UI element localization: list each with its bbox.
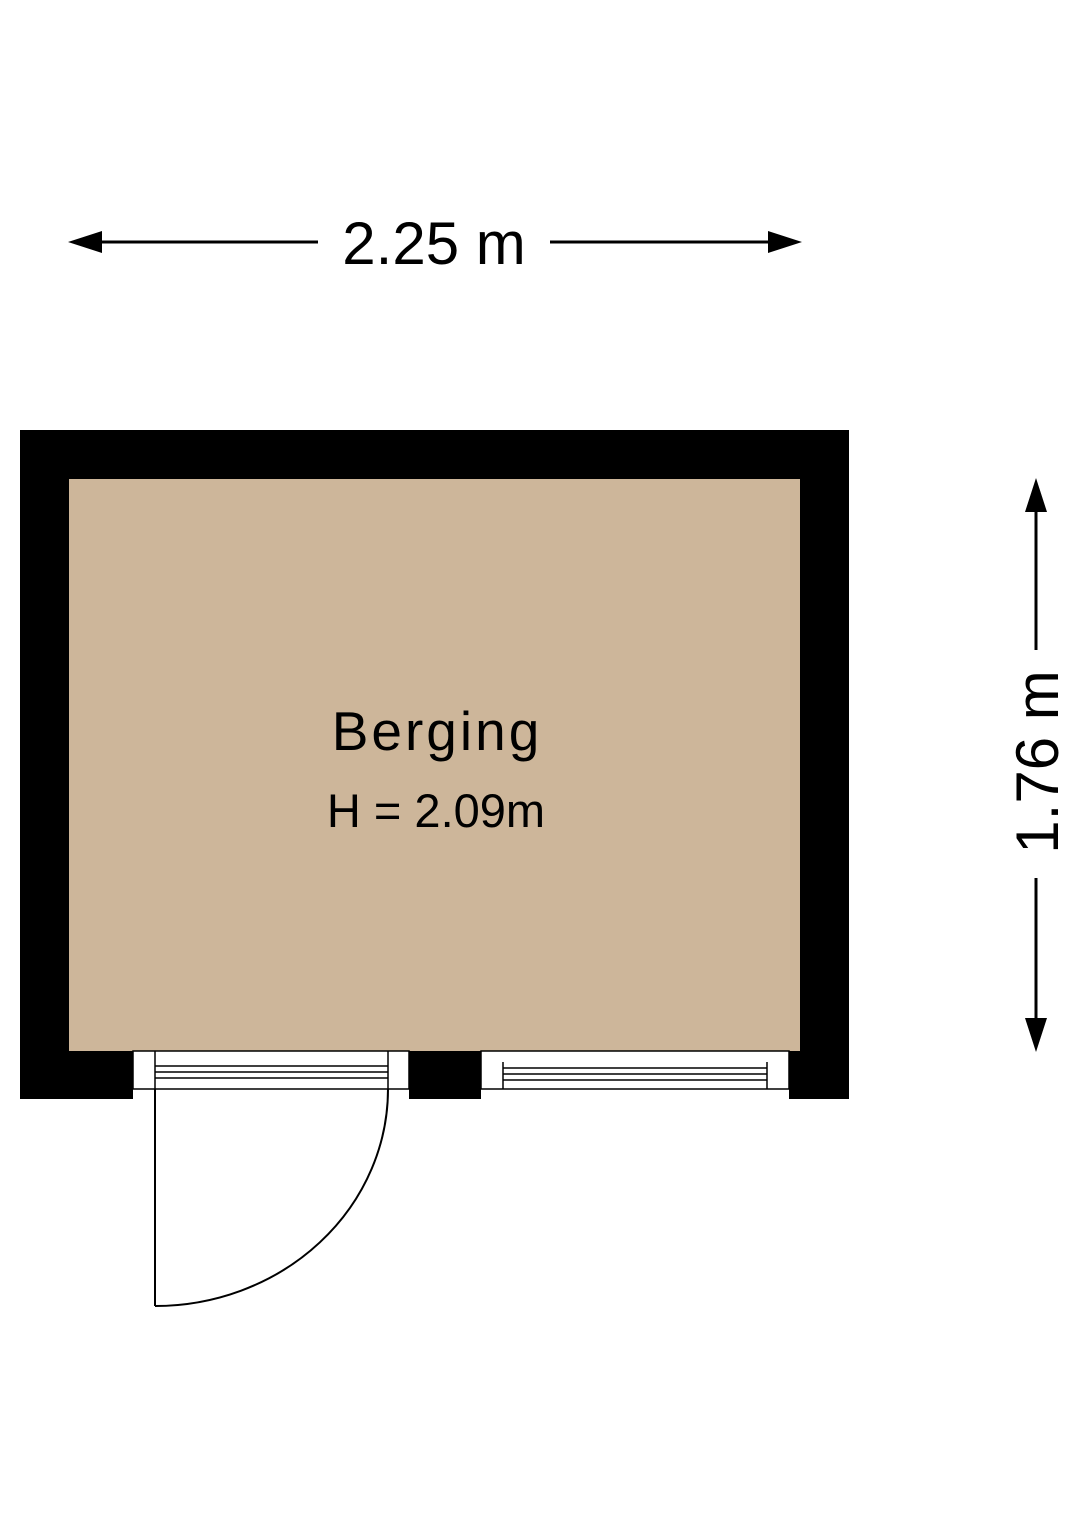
window-frame: [480, 1050, 790, 1090]
wall-top: [20, 430, 849, 479]
wall-bottom-right: [789, 1051, 849, 1099]
wall-right: [800, 430, 849, 1099]
room-height: H = 2.09m: [327, 784, 545, 837]
arrow-left-icon: [68, 231, 102, 253]
window: [480, 1050, 790, 1090]
wall-bottom-left: [20, 1051, 133, 1099]
wall-bottom-middle: [409, 1051, 481, 1099]
arrow-down-icon: [1025, 1018, 1047, 1052]
door-opening: [132, 1050, 410, 1090]
wall-left: [20, 430, 69, 1099]
door-swing-arc: [154, 1088, 389, 1307]
walls: [20, 430, 849, 1099]
arrow-up-icon: [1025, 478, 1047, 512]
depth-dimension: 1.76 m: [1004, 478, 1071, 1052]
door-frame: [132, 1050, 410, 1090]
width-label: 2.25 m: [342, 210, 525, 277]
depth-label: 1.76 m: [1004, 670, 1071, 853]
door-swing: [154, 1088, 389, 1307]
arrow-right-icon: [768, 231, 802, 253]
room-floor: [69, 479, 800, 1051]
width-dimension: 2.25 m: [68, 210, 802, 277]
room-name: Berging: [332, 700, 543, 762]
